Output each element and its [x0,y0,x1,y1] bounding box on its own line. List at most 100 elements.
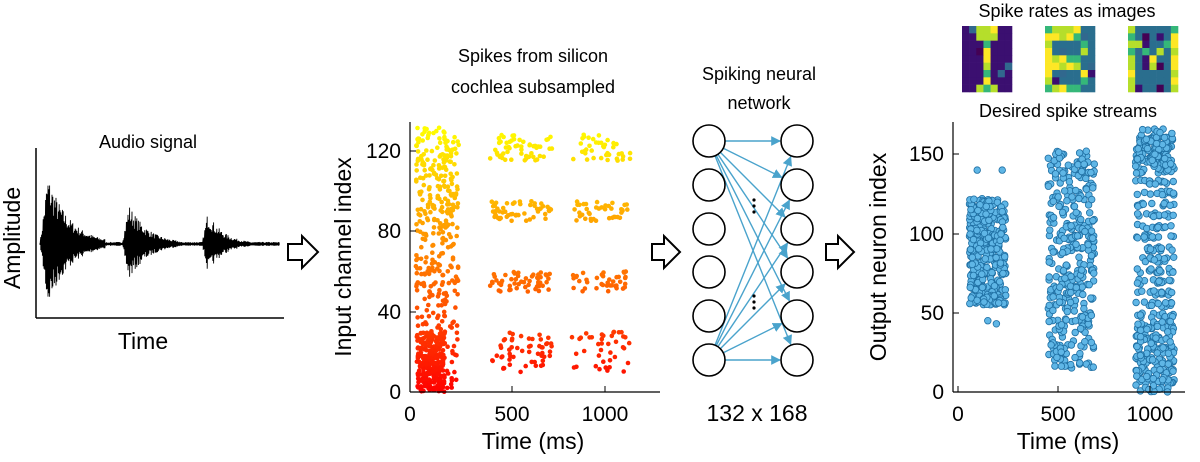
input-spike-point [445,344,450,350]
input-spike-point [507,362,513,368]
input-spike-point [517,137,522,143]
input-spike-point [427,192,433,198]
output-spike-point [1072,240,1080,248]
output-spike-point [1051,362,1059,370]
input-spike-point [571,156,576,162]
output-spike-point [992,320,1001,328]
input-spike-point [415,372,421,378]
ellipsis-dot [752,300,756,304]
output-spike-point [1152,334,1160,342]
input-spike-point [443,167,449,172]
heatmap-cell [997,70,1006,78]
input-spike-point [454,171,460,176]
input-spike-point [414,179,419,184]
input-spike-point [627,156,633,162]
heatmap-cell [1087,26,1096,34]
heatmap-cell [1170,40,1179,49]
input-spike-point [424,126,429,132]
heatmap-cell [1004,48,1013,56]
heatmap-cell [1080,40,1089,49]
network-size-label: 132 x 168 [706,400,807,426]
input-spike-point [620,154,626,159]
input-spike-point [455,205,460,210]
heatmap-cell [1163,62,1172,71]
output-spike-point [1166,317,1174,326]
output-spike-point [966,283,974,292]
heatmap-cell [1128,40,1136,49]
input-spike-point [435,218,440,223]
input-spike-point [540,283,545,289]
output-spike-point [1167,232,1175,240]
output-spike-point [1155,277,1163,285]
input-spike-point [587,143,592,149]
input-spike-point [616,151,622,157]
output-spike-point [1142,135,1150,143]
heatmap-cell [976,70,984,78]
input-spike-point [420,353,425,359]
input-spike-point [424,347,429,353]
input-spike-point [425,202,431,208]
input-spike-point [605,288,611,294]
heatmap-cell [1080,77,1089,85]
heatmap-cell [1149,70,1157,78]
input-spike-point [593,363,599,369]
heatmap-cell [997,40,1006,49]
heatmap-cell [1052,55,1060,63]
output-spike-point [1160,211,1169,219]
output-spike-point [1168,246,1176,254]
spike-rate-images-title: Spike rates as images [978,1,1155,21]
input-spike-point [435,315,440,321]
heatmap-cell [1045,70,1053,78]
heatmap-cell [997,48,1006,56]
input-spike-point [594,199,600,205]
synapse-edge [715,199,791,347]
output-spike-point [995,299,1003,307]
input-spike-point [438,366,443,371]
input-spike-point [454,151,459,156]
heatmap-cell [1066,77,1074,85]
output-spike-point [1169,177,1177,186]
output-spike-point [1060,234,1068,242]
input-spike-point [611,214,617,220]
heatmap-cell [1149,84,1157,93]
input-spike-point [441,341,447,347]
input-spike-point [620,345,626,350]
output-spike-point [1133,210,1142,218]
output-spike-point [1070,307,1078,315]
heatmap-cell [1149,62,1157,71]
input-spike-point [455,265,461,271]
output-spike-point [1045,258,1053,266]
input-spike-point [421,231,426,237]
heatmap-cell [1170,48,1179,56]
heatmap-cell [976,48,984,56]
input-spike-point [415,207,421,213]
input-spike-point [621,334,626,339]
output-spike-point [988,268,996,277]
heatmap-cell [969,70,977,78]
heatmap-cell [1149,33,1157,41]
input-spike-point [435,266,440,271]
input-spike-point [417,219,423,224]
input-spike-point [538,363,544,369]
input-spike-point [516,212,521,218]
output-spike-point [1089,363,1097,371]
input-spike-point [419,338,425,343]
input-spike-point [526,336,532,341]
output-spike-point [1087,338,1096,347]
heatmap-cell [1052,77,1060,85]
output-spike-point [968,260,976,269]
input-spike-point [448,159,454,165]
heatmap-cell [1156,48,1165,56]
input-spike-point [440,230,446,235]
output-spike-point [999,269,1007,278]
output-spike-point [1149,212,1158,221]
heatmap-cell [1135,77,1143,85]
heatmap-cell [1052,70,1060,78]
output-spike-point [1166,338,1174,346]
heatmap-cell [1073,55,1082,63]
input-spike-point [622,275,628,281]
output-spike-point [1056,283,1064,291]
output-spike-point [1087,168,1095,177]
input-spike-point [625,360,631,366]
input-spike-point [439,282,445,288]
